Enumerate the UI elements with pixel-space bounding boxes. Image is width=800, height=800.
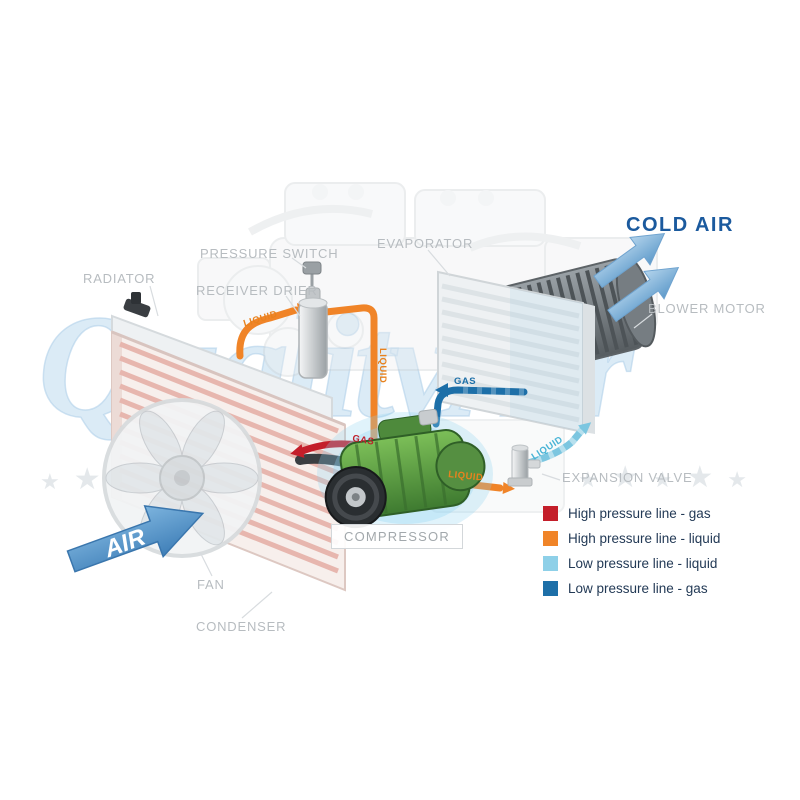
decor-stars-left: ★★: [40, 463, 115, 496]
cold-air-arrows: [593, 232, 680, 323]
expansion-valve: [507, 444, 541, 487]
legend-row-high-gas: High pressure line - gas: [543, 506, 720, 521]
label-fan: FAN: [197, 577, 225, 592]
label-blower-motor: BLOWER MOTOR: [648, 301, 766, 316]
evaporator: [437, 270, 595, 434]
air-intake-arrow: AIR: [66, 504, 205, 573]
label-expansion-valve: EXPANSION VALVE: [562, 470, 693, 485]
low-pressure-gas-pipe: [432, 383, 528, 428]
legend-label-high-gas: High pressure line - gas: [568, 506, 711, 521]
legend-swatch-high-gas: [543, 506, 558, 521]
label-evaporator: EVAPORATOR: [377, 236, 474, 251]
legend-label-low-liquid: Low pressure line - liquid: [568, 556, 718, 571]
gas-high-label: GAS: [351, 433, 375, 448]
legend-row-low-gas: Low pressure line - gas: [543, 581, 720, 596]
pressure-switch: [302, 261, 322, 286]
legend-swatch-low-gas: [543, 581, 558, 596]
label-radiator: RADIATOR: [83, 271, 156, 286]
label-cold-air: COLD AIR: [626, 214, 734, 236]
legend-swatch-low-liquid: [543, 556, 558, 571]
label-pressure-switch: PRESSURE SWITCH: [200, 246, 339, 261]
label-receiver-drier: RECEIVER DRIER: [196, 283, 318, 298]
compressor: [317, 408, 493, 536]
legend-swatch-high-liquid: [543, 531, 558, 546]
gas-low-label: GAS: [454, 376, 476, 387]
legend-row-low-liquid: Low pressure line - liquid: [543, 556, 720, 571]
legend-row-high-liquid: High pressure line - liquid: [543, 531, 720, 546]
liquid-label-3: LIQUID: [448, 469, 484, 484]
label-condenser: CONDENSER: [196, 619, 287, 634]
legend: High pressure line - gas High pressure l…: [543, 506, 720, 596]
compressor-pulley: [324, 466, 387, 529]
legend-label-low-gas: Low pressure line - gas: [568, 581, 708, 596]
receiver-drier: [298, 261, 328, 379]
decor-stars-right: ★★★★★: [578, 461, 762, 494]
label-leader-lines: [149, 249, 653, 619]
liquid-label-2: LIQUID: [377, 348, 388, 383]
legend-label-high-liquid: High pressure line - liquid: [568, 531, 721, 546]
label-compressor: COMPRESSOR: [331, 524, 463, 549]
